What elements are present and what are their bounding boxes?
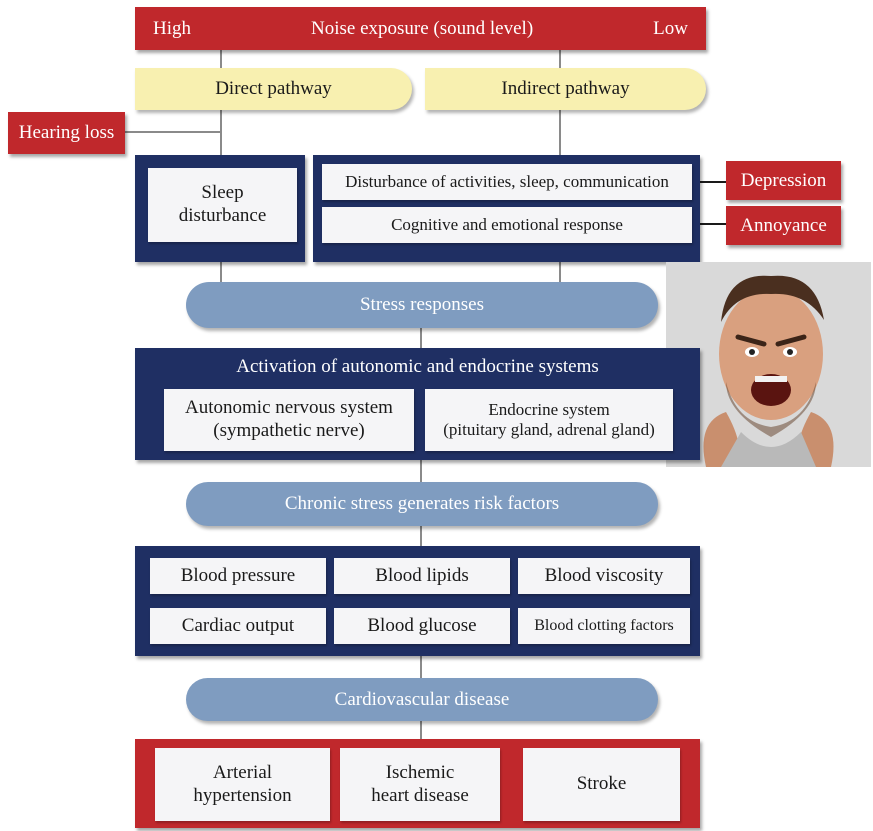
endocrine-system-box: Endocrine system (pituitary gland, adren… bbox=[425, 389, 673, 451]
ischemic-line1: Ischemic bbox=[385, 761, 455, 783]
direct-pathway-label: Direct pathway bbox=[215, 78, 332, 99]
connector-line bbox=[700, 223, 728, 225]
noise-exposure-bar: High Noise exposure (sound level) Low bbox=[135, 7, 706, 50]
disturbance-activities-box: Disturbance of activities, sleep, commun… bbox=[322, 164, 692, 200]
arterial-hypertension-box: Arterial hypertension bbox=[155, 748, 330, 821]
autonomic-nervous-box: Autonomic nervous system (sympathetic ne… bbox=[164, 389, 414, 451]
connector-line bbox=[700, 181, 728, 183]
connector-line bbox=[420, 526, 422, 546]
ischemic-heart-disease-box: Ischemic heart disease bbox=[340, 748, 500, 821]
connector-line bbox=[220, 262, 222, 282]
indirect-pathway: Indirect pathway bbox=[425, 68, 706, 110]
connector-line bbox=[220, 50, 222, 68]
cardiovascular-disease-pill: Cardiovascular disease bbox=[186, 678, 658, 721]
stroke-label: Stroke bbox=[576, 773, 627, 795]
annoyance-label: Annoyance bbox=[740, 214, 827, 236]
indirect-pathway-label: Indirect pathway bbox=[501, 78, 630, 99]
angry-face-icon bbox=[666, 262, 871, 467]
connector-line bbox=[559, 110, 561, 155]
risk-factor-box: Blood pressure bbox=[150, 558, 326, 594]
stroke-box: Stroke bbox=[523, 748, 680, 821]
endocrine-line1: Endocrine system bbox=[488, 399, 610, 419]
chronic-stress-label: Chronic stress generates risk factors bbox=[284, 493, 560, 514]
risk-factor-box: Blood viscosity bbox=[518, 558, 690, 594]
hearing-loss-tag: Hearing loss bbox=[8, 112, 125, 154]
stress-responses-label: Stress responses bbox=[359, 294, 485, 315]
connector-line bbox=[220, 110, 222, 155]
risk-factor-box: Blood clotting factors bbox=[518, 608, 690, 644]
sleep-disturbance-box: Sleep disturbance bbox=[148, 168, 297, 242]
autonomic-line1: Autonomic nervous system bbox=[185, 397, 393, 419]
activation-title: Activation of autonomic and endocrine sy… bbox=[236, 356, 599, 377]
risk-factor-label: Cardiac output bbox=[181, 614, 295, 636]
connector-line bbox=[420, 460, 422, 482]
hearing-loss-label: Hearing loss bbox=[18, 122, 115, 143]
ischemic-line2: heart disease bbox=[371, 784, 469, 806]
depression-tag: Depression bbox=[726, 161, 841, 200]
risk-factor-label: Blood clotting factors bbox=[534, 617, 674, 635]
cognitive-emotional-box: Cognitive and emotional response bbox=[322, 207, 692, 243]
direct-pathway: Direct pathway bbox=[135, 68, 412, 110]
high-label: High bbox=[153, 17, 191, 39]
chronic-stress-pill: Chronic stress generates risk factors bbox=[186, 482, 658, 526]
connector-line bbox=[420, 328, 422, 348]
low-label: Low bbox=[653, 17, 688, 39]
risk-factor-box: Cardiac output bbox=[150, 608, 326, 644]
connector-line bbox=[420, 721, 422, 739]
sleep-line2: disturbance bbox=[178, 205, 267, 226]
risk-factor-label: Blood lipids bbox=[375, 564, 469, 586]
arterial-line1: Arterial bbox=[212, 761, 273, 783]
connector-line bbox=[420, 656, 422, 678]
stress-responses-pill: Stress responses bbox=[186, 282, 658, 328]
risk-factor-label: Blood glucose bbox=[367, 614, 477, 636]
angry-man-photo bbox=[666, 262, 871, 467]
annoyance-tag: Annoyance bbox=[726, 206, 841, 245]
endocrine-line2: (pituitary gland, adrenal gland) bbox=[443, 420, 655, 439]
connector-line bbox=[559, 262, 561, 282]
risk-factor-label: Blood pressure bbox=[180, 564, 296, 586]
connector-line bbox=[559, 50, 561, 68]
risk-factor-box: Blood lipids bbox=[334, 558, 510, 594]
cognitive-emotional-label: Cognitive and emotional response bbox=[391, 214, 623, 234]
noise-exposure-title: Noise exposure (sound level) bbox=[311, 17, 534, 39]
arterial-line2: hypertension bbox=[193, 784, 292, 806]
depression-label: Depression bbox=[740, 169, 827, 191]
risk-factor-label: Blood viscosity bbox=[544, 564, 664, 586]
connector-line bbox=[125, 131, 221, 133]
sleep-line1: Sleep bbox=[201, 182, 244, 204]
risk-factor-box: Blood glucose bbox=[334, 608, 510, 644]
cardiovascular-disease-label: Cardiovascular disease bbox=[334, 688, 510, 710]
autonomic-line2: (sympathetic nerve) bbox=[213, 420, 365, 441]
disturbance-activities-label: Disturbance of activities, sleep, commun… bbox=[345, 171, 669, 191]
